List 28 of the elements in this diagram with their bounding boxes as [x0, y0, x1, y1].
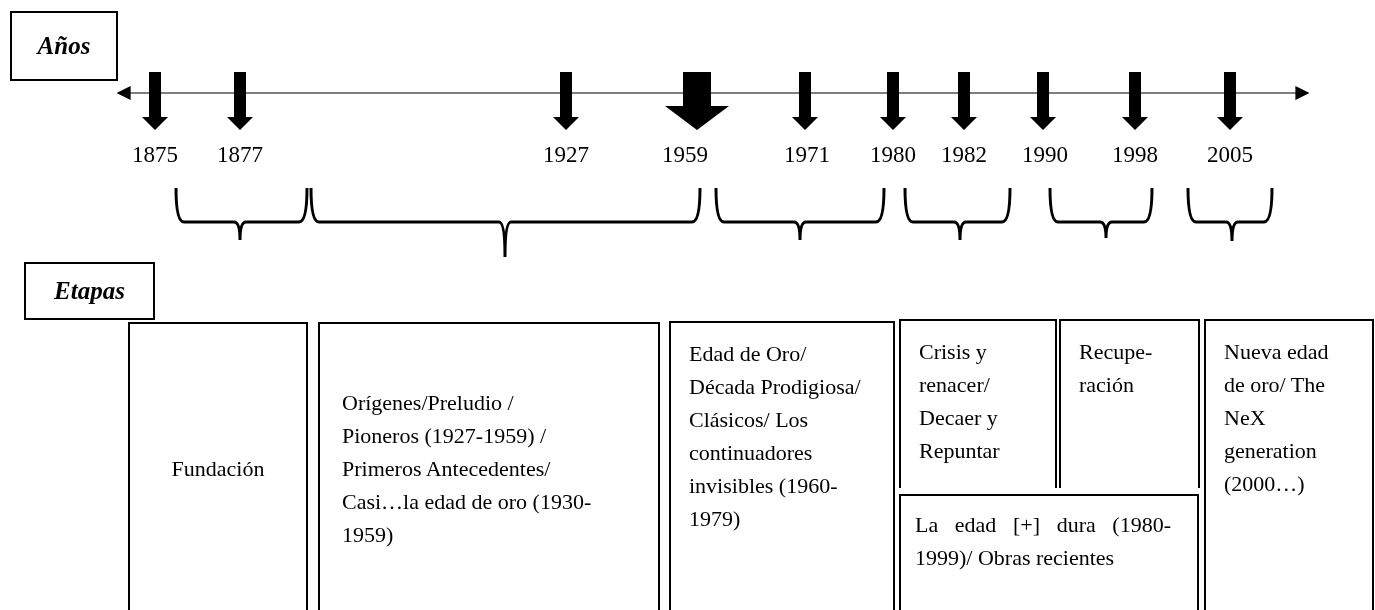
year-label: 1971 [784, 142, 830, 168]
year-label: 1959 [662, 142, 708, 168]
stage-box [318, 322, 660, 610]
stage-label: Nueva edad de oro/ The NeX generation (2000…) [1224, 338, 1330, 498]
stage-label: Crisis y renacer/ Decaer y Repuntar [919, 338, 1001, 465]
year-label: 1927 [543, 142, 589, 168]
year-label: 1990 [1022, 142, 1068, 168]
stage-box [899, 319, 1057, 488]
heading-box [10, 11, 118, 81]
year-label: 1980 [870, 142, 916, 168]
heading-box [24, 262, 155, 320]
heading-label: Etapas [54, 276, 125, 306]
year-label: 1877 [217, 142, 263, 168]
stage-box [1204, 319, 1374, 610]
year-label: 1998 [1112, 142, 1158, 168]
stage-box [899, 494, 1199, 610]
stage-label: Fundación [171, 454, 265, 483]
year-label: 1982 [941, 142, 987, 168]
stage-box [128, 322, 308, 610]
stage-box [1059, 319, 1200, 488]
year-label: 2005 [1207, 142, 1253, 168]
year-label: 1875 [132, 142, 178, 168]
stage-label: Edad de Oro/ Década Prodigiosa/ Clásicos/ Los continuadores invisibles (1960-1979) [689, 340, 862, 533]
stage-label: Recupe-ración [1079, 338, 1154, 399]
heading-label: Años [37, 31, 91, 61]
stage-box [669, 321, 895, 610]
stage-label: Orígenes/Preludio / Pioneros (1927-1959) / Primeros Antecedentes/ Casi…la edad de oro (1930-1959) [342, 389, 592, 549]
stage-label: La edad [+] dura (1980-1999)/ Obras recientes [915, 511, 1171, 572]
